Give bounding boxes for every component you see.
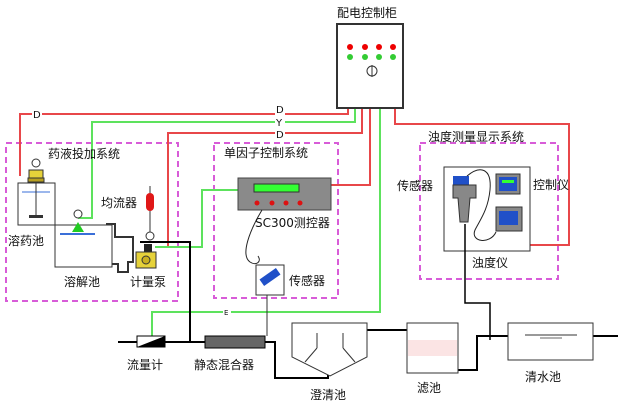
metering-pump-label: 计量泵 (130, 275, 166, 289)
turbidity-controller-label: 控制仪 (533, 178, 569, 192)
static-mixer (204, 335, 266, 349)
filter-tank (406, 322, 459, 374)
turbidity-sensor-label: 传感器 (397, 178, 433, 193)
clear-water-tank-label: 清水池 (525, 370, 561, 384)
clear-water-tank (507, 322, 594, 361)
metering-pump-icon[interactable] (135, 231, 157, 269)
filter-label: 滤池 (417, 381, 441, 395)
turbidity-system-title: 浊度测量显示系统 (428, 129, 524, 144)
clarifier (291, 322, 368, 377)
main-switch-icon (366, 65, 378, 77)
sc300-controller-label: SC300测控器 (255, 216, 330, 230)
single-factor-sensor-label: 传感器 (289, 273, 325, 288)
signal-wires (78, 108, 381, 340)
power-wires (19, 108, 570, 247)
level-gauge-icon (72, 209, 84, 232)
dosing-system-title: 药液投加系统 (48, 146, 120, 161)
single-factor-system-box (213, 142, 339, 299)
indicator-lights (347, 44, 396, 60)
wire-label-y: Y (275, 118, 283, 129)
single-factor-title: 单因子控制系统 (224, 146, 308, 160)
solution-tank-label: 溶解池 (64, 274, 100, 289)
static-mixer-label: 静态混合器 (194, 357, 254, 372)
wire-label-d3: D (276, 130, 284, 141)
cabinet-title: 配电控制柜 (337, 6, 397, 20)
turbidity-meter-label: 浊度仪 (472, 255, 508, 270)
wire-label-e: E (224, 309, 228, 317)
controller-display (253, 183, 300, 193)
mixer-motor-icon (27, 158, 45, 183)
wire-label-d2: D (276, 105, 284, 116)
equalizer-label: 均流器 (101, 196, 137, 210)
dissolve-tank-label: 溶药池 (8, 233, 44, 248)
flow-meter-icon (136, 335, 166, 348)
equalizer-icon[interactable] (146, 186, 154, 232)
sc300-controller[interactable] (237, 177, 332, 211)
clarifier-label: 澄清池 (310, 387, 346, 402)
turbidity-system-box (419, 142, 559, 280)
controller-buttons (254, 200, 303, 206)
wire-label-d1: D (33, 110, 41, 121)
flow-meter-label: 流量计 (127, 358, 163, 372)
